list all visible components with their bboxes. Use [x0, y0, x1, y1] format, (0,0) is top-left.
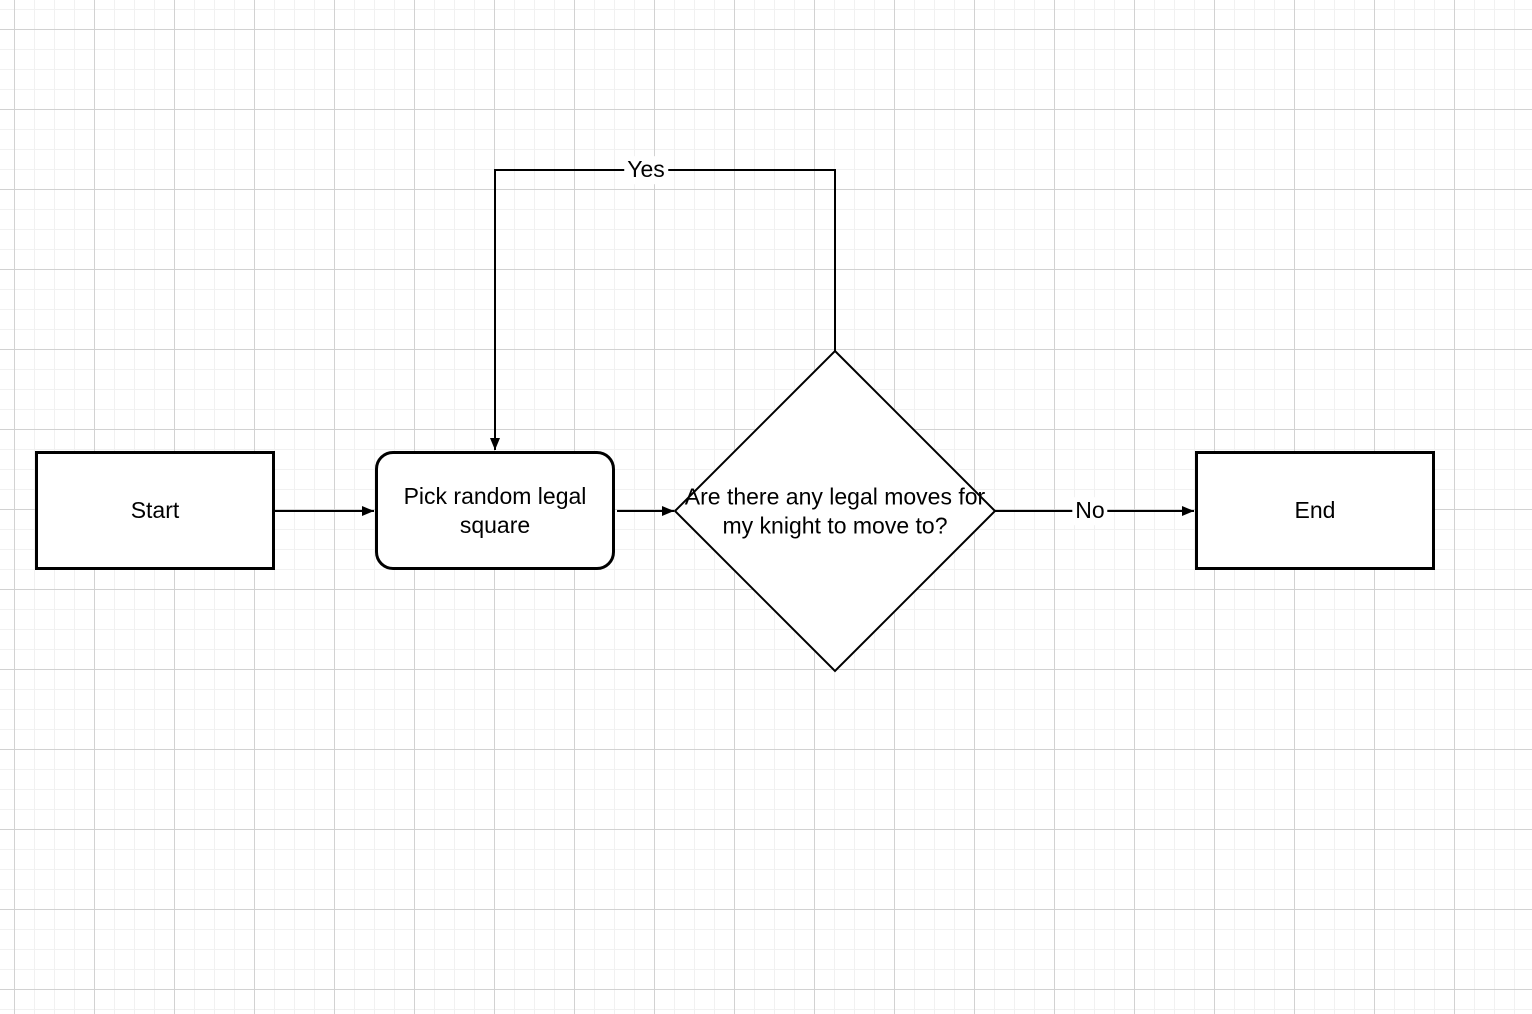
node-decision-shape[interactable] [673, 349, 997, 673]
node-end-label: End [1294, 497, 1336, 524]
edge-label-yes[interactable]: Yes [624, 156, 668, 184]
node-end[interactable]: End [1195, 451, 1435, 570]
node-pick-random-legal-square[interactable]: Pick random legal square [375, 451, 615, 570]
edge-label-no[interactable]: No [1072, 497, 1108, 525]
node-start[interactable]: Start [35, 451, 275, 570]
node-decision-label: Are there any legal moves for my knight … [684, 483, 986, 538]
node-start-label: Start [130, 497, 180, 524]
node-pick-random-legal-square-label: Pick random legal square [403, 482, 587, 538]
